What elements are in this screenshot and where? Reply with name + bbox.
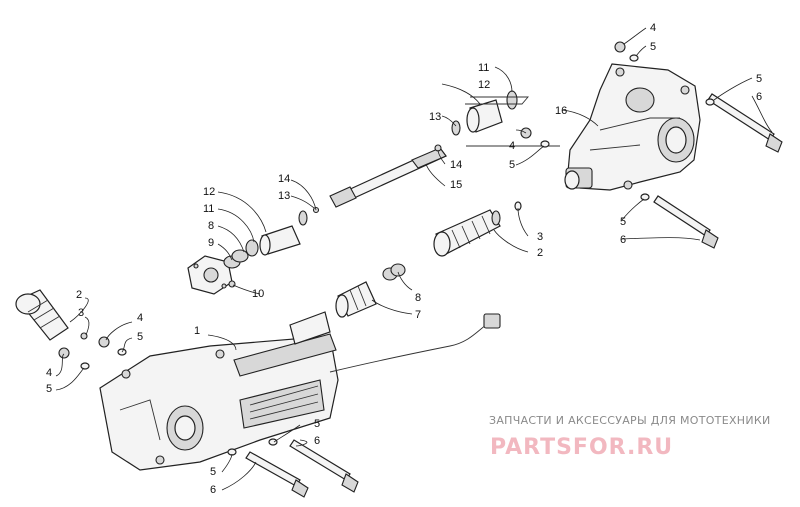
callout-7: 7 [415,309,421,321]
callout-11-right: 11 [478,62,489,74]
callout-8-middle: 8 [415,292,421,304]
callout-16: 16 [555,105,567,117]
watermark: ЗАПЧАСТИ И АКСЕССУАРЫ ДЛЯ МОТОТЕХНИКИ PA… [489,414,771,460]
callout-5-front-bottom: 5 [210,466,216,478]
callout-5-right: 5 [756,73,762,85]
boot-lower [15,289,88,341]
leader-lines [55,27,773,491]
callout-5-front-right: 5 [314,418,320,430]
rear-gear-case [564,63,701,191]
callout-2-lower: 2 [76,289,82,301]
callout-14-left: 14 [278,173,290,185]
callout-15: 15 [450,179,462,191]
callout-2-upper: 2 [537,247,543,259]
callout-4-top: 4 [650,22,656,34]
callout-5-case-bottom: 5 [620,216,626,228]
callout-5-left: 5 [137,331,143,343]
upper-boot-set [434,90,560,152]
callout-12-right: 12 [478,79,490,91]
callout-4-case: 4 [509,140,515,152]
callout-3-upper: 3 [537,231,543,243]
watermark-tagline: ЗАПЧАСТИ И АКСЕССУАРЫ ДЛЯ МОТОТЕХНИКИ [489,414,771,427]
callout-1: 1 [194,325,200,337]
callout-13-right: 13 [429,111,441,123]
drive-shaft [329,147,447,208]
callout-4-far-left: 4 [46,367,52,379]
callout-10: 10 [252,288,264,300]
watermark-brand: PARTSFOR.RU [490,435,673,460]
coupler-assembly [187,206,320,295]
callout-11-left: 11 [203,203,214,215]
callout-13-left: 13 [278,190,290,202]
callout-6-front-bottom: 6 [210,484,216,496]
callout-9: 9 [208,237,214,249]
middle-boot [335,263,406,318]
callout-3-lower: 3 [78,307,84,319]
front-gear-case [99,311,501,471]
callout-12-left: 12 [203,186,215,198]
callout-5-case: 5 [509,159,515,171]
callout-6-right: 6 [756,91,762,103]
callout-8-left: 8 [208,220,214,232]
callout-5-top: 5 [650,41,656,53]
callout-6-front-right: 6 [314,435,320,447]
bolts [245,93,783,498]
callout-14-right: 14 [450,159,462,171]
callout-5-far-left: 5 [46,383,52,395]
callout-6-case-bottom: 6 [620,234,626,246]
boot-upper [433,209,501,257]
callout-4-left: 4 [137,312,143,324]
callouts: 1 2 3 4 5 4 5 5 6 5 6 8 7 10 9 8 11 12 1… [46,22,762,496]
